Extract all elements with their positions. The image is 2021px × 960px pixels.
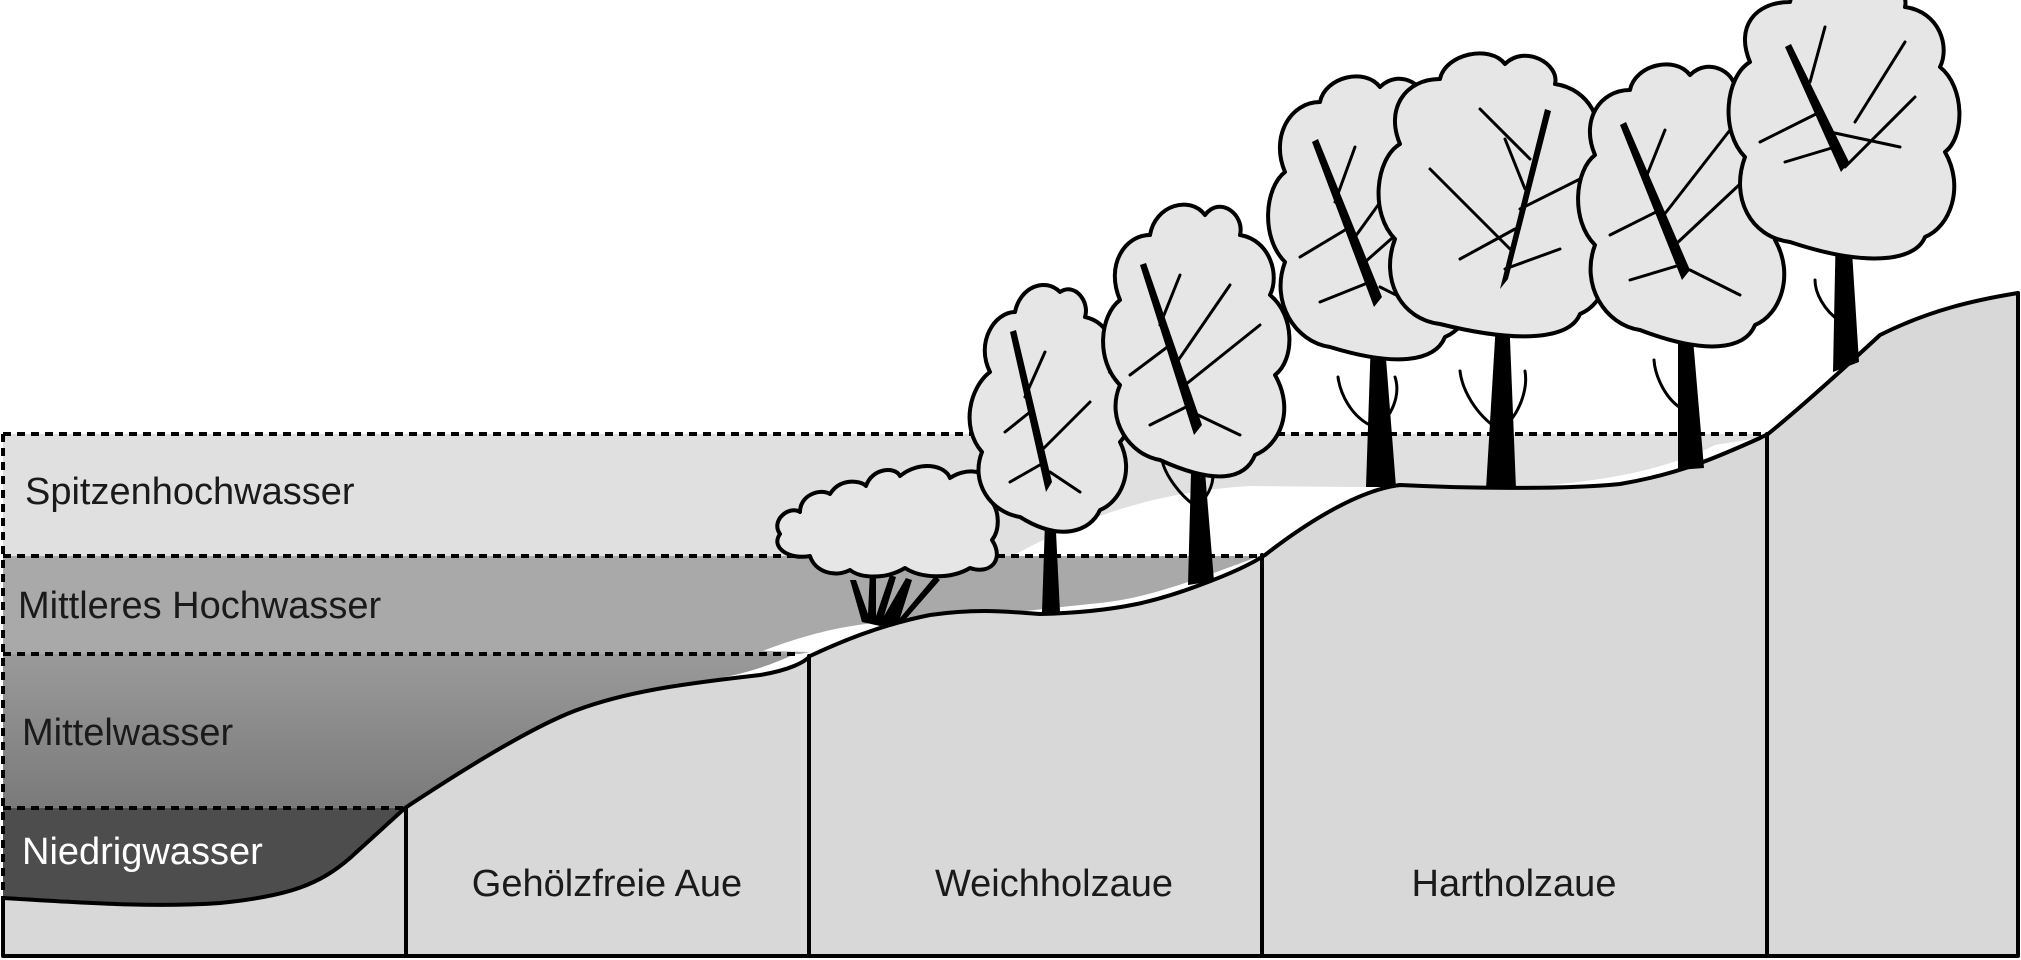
label-zone-hardwood: Hartholzaue bbox=[1412, 863, 1617, 905]
terrain-outline bbox=[1, 291, 2020, 907]
mean-high-water-lower bbox=[3, 556, 1260, 654]
label-low-water: Niedrigwasser bbox=[22, 831, 263, 873]
mean-water bbox=[3, 654, 795, 808]
label-zone-softwood: Weichholzaue bbox=[935, 863, 1173, 905]
low-water bbox=[3, 808, 405, 905]
zone-dividers bbox=[404, 432, 1769, 958]
softwood-tree-1 bbox=[967, 282, 1133, 612]
label-mean-water: Mittelwasser bbox=[22, 712, 233, 754]
softwood-tree-2 bbox=[1101, 202, 1292, 585]
frame bbox=[1, 291, 2020, 958]
label-mean-high-water: Mittleres Hochwasser bbox=[18, 585, 382, 627]
shrub bbox=[775, 463, 1000, 626]
label-zone-treeless: Gehölzfreie Aue bbox=[472, 863, 742, 905]
water-level-lines bbox=[1, 432, 1767, 898]
hardwood-tree-4 bbox=[1726, 0, 1962, 372]
water-layers bbox=[3, 434, 1768, 905]
hardwood-tree-2 bbox=[1376, 51, 1617, 489]
label-peak-water: Spitzenhochwasser bbox=[25, 471, 355, 513]
floodplain-ground bbox=[3, 293, 2018, 956]
